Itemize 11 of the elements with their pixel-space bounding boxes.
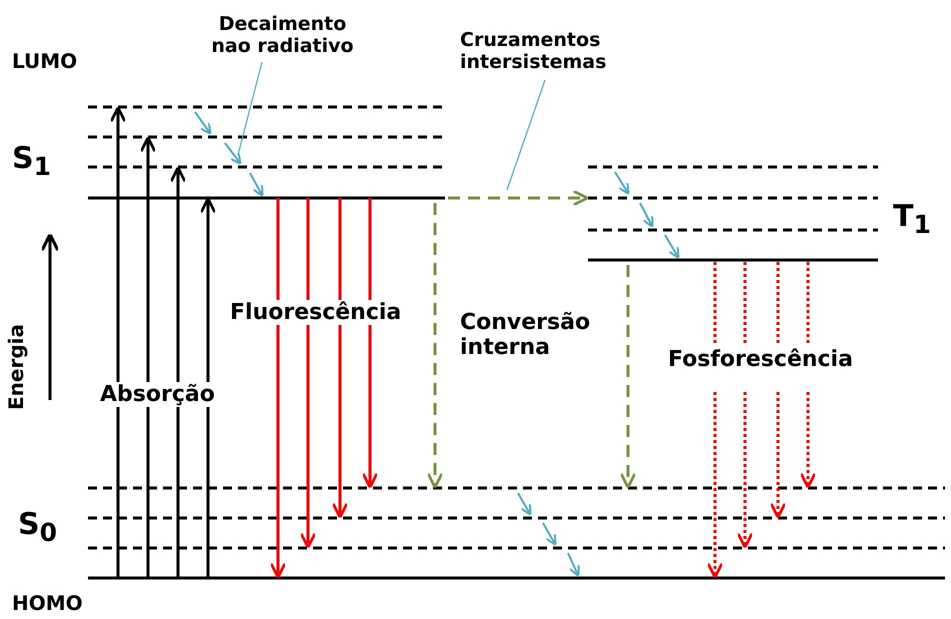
process-label: Fluorescência: [230, 300, 402, 326]
level-label: LUMO: [12, 50, 78, 73]
process-label: Conversão interna: [460, 310, 592, 361]
axis-label: Energia: [5, 324, 28, 410]
level-label: HOMO: [12, 592, 83, 615]
state-label: S$_{0}$: [18, 508, 58, 548]
leader-line: [237, 62, 263, 156]
state-label: S$_{1}$: [12, 142, 52, 182]
leader-line: [506, 80, 546, 190]
process-label: Absorção: [100, 382, 215, 408]
state-label: T$_{1}$: [893, 200, 931, 240]
